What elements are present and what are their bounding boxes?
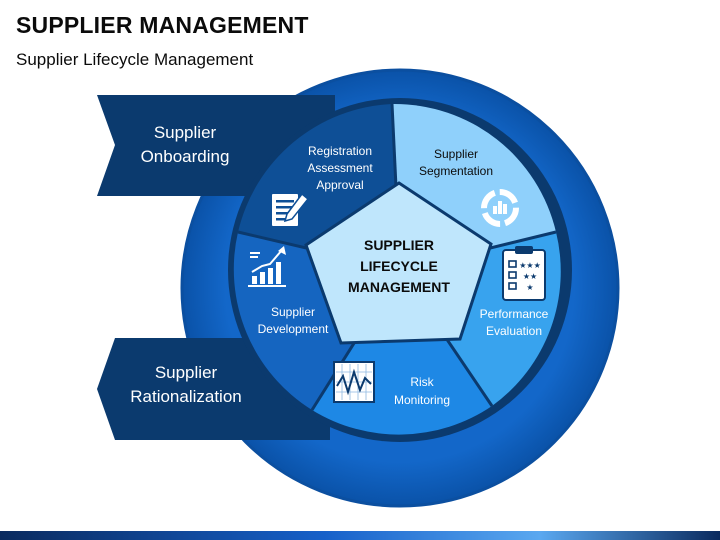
risk-line-1: Risk (410, 375, 434, 389)
development-line-1: Supplier (271, 305, 315, 319)
svg-text:★★: ★★ (523, 272, 537, 281)
svg-text:★: ★ (526, 283, 533, 292)
performance-line-2: Evaluation (486, 324, 542, 338)
segmentation-chart-icon (481, 189, 519, 227)
segmentation-line-1: Supplier (434, 147, 478, 161)
center-pentagon (304, 181, 493, 345)
development-line-2: Development (258, 322, 329, 336)
onboarding-line-2: Onboarding (141, 147, 230, 166)
center-line-2: LIFECYCLE (360, 258, 438, 274)
registration-line-1: Registration (308, 144, 372, 158)
registration-line-3: Approval (316, 178, 363, 192)
registration-line-2: Assessment (307, 161, 373, 175)
performance-line-1: Performance (480, 307, 549, 321)
onboarding-line-1: Supplier (154, 123, 217, 142)
monitoring-chart-icon (333, 361, 375, 403)
segmentation-line-2: Segmentation (419, 164, 493, 178)
bottom-accent-bar (0, 531, 720, 540)
center-line-3: MANAGEMENT (348, 279, 450, 295)
risk-line-2: Monitoring (394, 393, 450, 407)
growth-chart-icon (248, 246, 286, 287)
rationalization-line-2: Rationalization (130, 387, 242, 406)
svg-text:★★★: ★★★ (519, 261, 541, 270)
center-line-1: SUPPLIER (364, 237, 434, 253)
clipboard-rating-icon: ★★★ ★★ ★ (502, 246, 546, 301)
rationalization-line-1: Supplier (155, 363, 218, 382)
outer-ring-edge (180, 68, 620, 508)
form-pencil-icon (272, 192, 310, 226)
page-subtitle: Supplier Lifecycle Management (16, 50, 254, 69)
center-label: SUPPLIER LIFECYCLE MANAGEMENT (348, 237, 450, 295)
page-title: SUPPLIER MANAGEMENT (16, 12, 309, 38)
